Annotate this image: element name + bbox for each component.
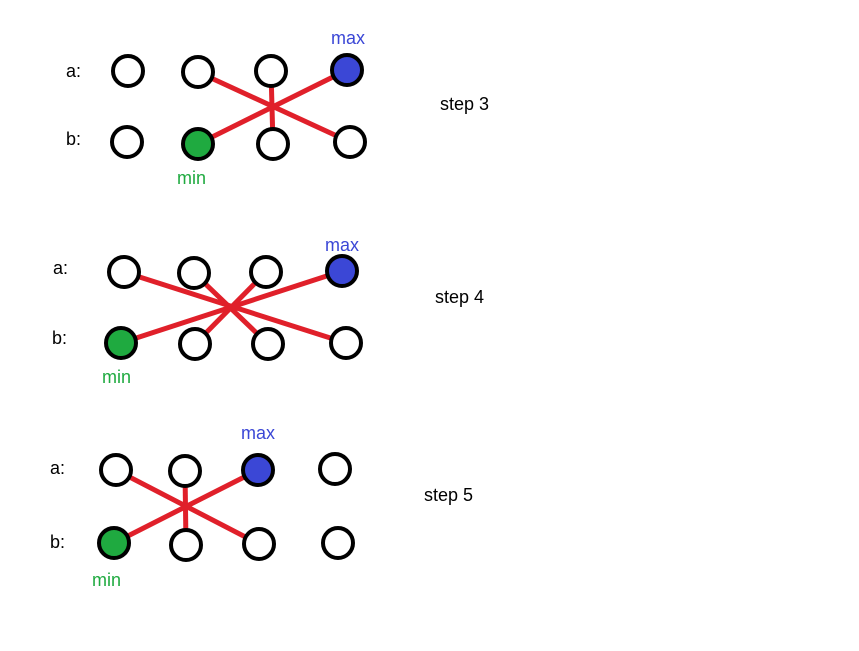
row-a-label: a: [53, 258, 68, 278]
step-label: step 3 [440, 94, 489, 114]
max-label: max [241, 423, 275, 443]
row-b-node [178, 327, 212, 361]
step-5-panel: a: b: max min step 5 [50, 423, 473, 590]
min-node [97, 526, 131, 560]
row-b-label: b: [52, 328, 67, 348]
row-a-node [318, 452, 352, 486]
row-a-node [177, 256, 211, 290]
row-b-node [321, 526, 355, 560]
row-b-node [169, 528, 203, 562]
row-b-node [329, 326, 363, 360]
step-label: step 5 [424, 485, 473, 505]
row-b-node [242, 527, 276, 561]
min-label: min [92, 570, 121, 590]
step-4-connections [120, 268, 347, 346]
step-5-nodes [97, 452, 355, 562]
row-b-node [333, 125, 367, 159]
connection-line [112, 467, 260, 546]
connection-line [196, 67, 349, 147]
max-node [241, 453, 275, 487]
row-a-node [99, 453, 133, 487]
step-4-nodes [104, 254, 363, 361]
row-a-node [181, 55, 215, 89]
row-a-label: a: [50, 458, 65, 478]
step-3-panel: a: b: max min step 3 [66, 28, 489, 188]
min-label: min [102, 367, 131, 387]
connection-line [120, 268, 343, 346]
min-label: min [177, 168, 206, 188]
min-node [181, 127, 215, 161]
row-b-label: b: [66, 129, 81, 149]
row-a-node [168, 454, 202, 488]
row-b-label: b: [50, 532, 65, 552]
max-label: max [325, 235, 359, 255]
step-3-nodes [110, 53, 367, 161]
max-node [330, 53, 364, 87]
row-a-node [254, 54, 288, 88]
row-a-node [107, 255, 141, 289]
row-b-node [110, 125, 144, 159]
row-b-node [251, 327, 285, 361]
row-a-label: a: [66, 61, 81, 81]
min-node [104, 326, 138, 360]
row-b-node [256, 127, 290, 161]
row-a-node [111, 54, 145, 88]
max-label: max [331, 28, 365, 48]
max-node [325, 254, 359, 288]
row-a-node [249, 255, 283, 289]
step-4-panel: a: b: max min step 4 [52, 235, 484, 387]
step-label: step 4 [435, 287, 484, 307]
